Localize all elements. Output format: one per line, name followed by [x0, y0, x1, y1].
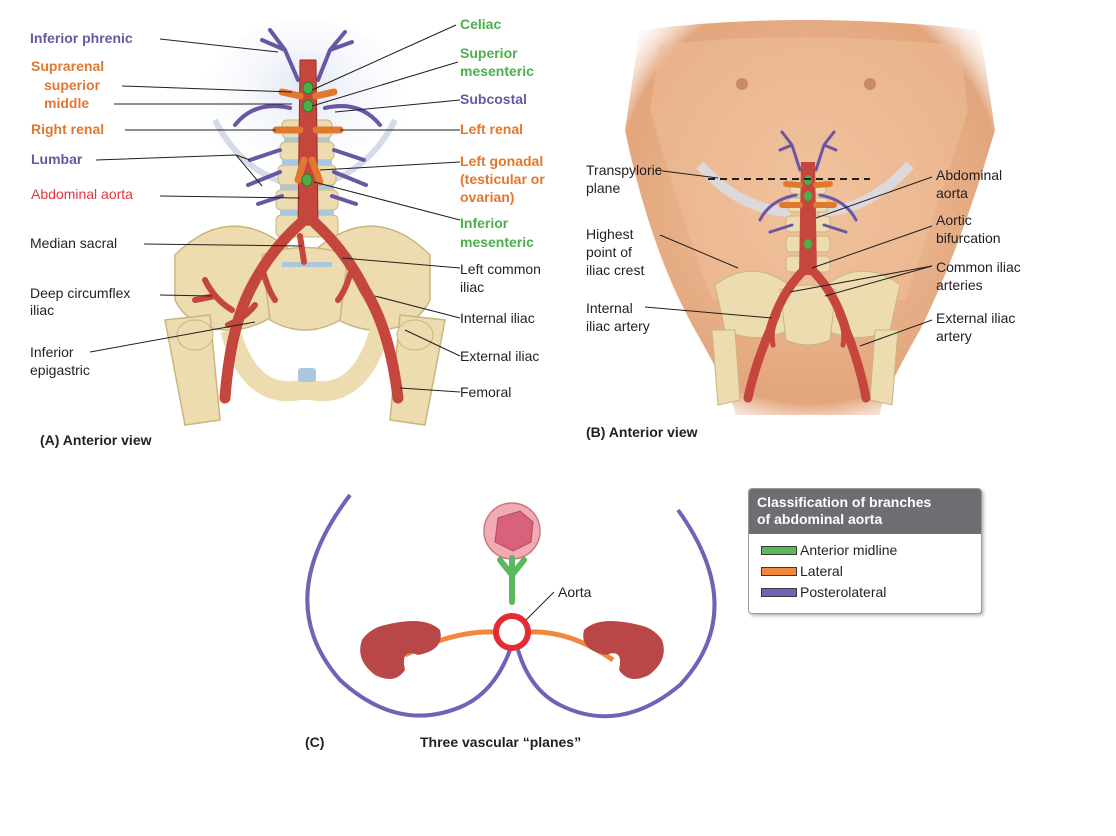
label-common-iliac-2: arteries	[936, 277, 983, 293]
label-inferior-epigastric-2: epigastric	[30, 362, 90, 378]
label-common-iliac-1: Common iliac	[936, 259, 1021, 275]
panel-c-caption-title: Three vascular “planes”	[420, 734, 582, 750]
label-left-renal: Left renal	[460, 121, 524, 137]
classification-legend: Classification of branches of abdominal …	[748, 488, 982, 614]
panel-a-illustration	[164, 20, 446, 426]
legend-swatch-purple	[761, 588, 797, 597]
label-median-sacral: Median sacral	[30, 235, 118, 251]
label-external-iliac: External iliac	[460, 348, 540, 364]
label-abdominal-aorta: Abdominal aorta	[31, 186, 133, 202]
legend-label: Anterior midline	[800, 542, 898, 558]
label-b-abdominal-aorta-1: Abdominal	[936, 167, 1003, 183]
label-highest-point-2: point of	[586, 244, 632, 260]
label-deep-circumflex-iliac-1: Deep circumflex	[30, 285, 131, 301]
label-internal-iliac-artery-1: Internal	[586, 300, 633, 316]
legend-label: Lateral	[800, 563, 843, 579]
label-highest-point-3: iliac crest	[586, 262, 645, 278]
legend-label: Posterolateral	[800, 584, 887, 600]
label-internal-iliac-artery-2: iliac artery	[586, 318, 650, 334]
panel-c-caption-letter: (C)	[305, 734, 325, 750]
label-deep-circumflex-iliac-2: iliac	[30, 302, 55, 318]
panel-b-caption: (B) Anterior view	[586, 424, 698, 440]
label-aortic-bifurcation-1: Aortic	[936, 212, 972, 228]
legend-item-posterolateral: Posterolateral	[749, 582, 981, 603]
label-internal-iliac: Internal iliac	[460, 310, 535, 326]
legend-swatch-orange	[761, 567, 797, 576]
label-aorta: Aorta	[558, 584, 592, 600]
label-transpyloric-2: plane	[586, 180, 621, 196]
label-external-iliac-artery-1: External iliac	[936, 310, 1016, 326]
label-left-gonadal-2: (testicular or	[460, 171, 545, 187]
legend-title: Classification of branches of abdominal …	[749, 489, 981, 534]
panel-a-caption: (A) Anterior view	[40, 432, 152, 448]
legend-title-line-1: Classification of branches	[757, 494, 932, 510]
legend-swatch-green	[761, 546, 797, 555]
label-suprarenal-superior: superior	[44, 77, 101, 93]
label-inferior-mesenteric-1: Inferior	[460, 215, 509, 231]
panel-b-illustration	[625, 20, 995, 415]
label-highest-point-1: Highest	[586, 226, 634, 242]
label-external-iliac-artery-2: artery	[936, 328, 972, 344]
label-lumbar: Lumbar	[31, 151, 83, 167]
label-left-common-iliac-1: Left common	[460, 261, 541, 277]
label-aortic-bifurcation-2: bifurcation	[936, 230, 1001, 246]
panel-c-illustration	[305, 493, 717, 719]
legend-item-anterior-midline: Anterior midline	[749, 540, 981, 561]
label-left-gonadal-1: Left gonadal	[460, 153, 544, 169]
label-suprarenal-middle: middle	[44, 95, 90, 111]
label-left-common-iliac-2: iliac	[460, 279, 485, 295]
panel-b-leaders	[644, 169, 933, 347]
legend-title-line-2: of abdominal aorta	[757, 511, 883, 527]
label-superior-mesenteric-2: mesenteric	[460, 63, 534, 79]
label-celiac: Celiac	[460, 16, 502, 32]
label-inferior-phrenic: Inferior phrenic	[30, 30, 133, 46]
label-transpyloric-1: Transpyloric	[586, 162, 662, 178]
label-femoral: Femoral	[460, 384, 512, 400]
label-right-renal: Right renal	[31, 121, 105, 137]
legend-item-lateral: Lateral	[749, 561, 981, 582]
label-suprarenal: Suprarenal	[31, 58, 105, 74]
label-inferior-epigastric-1: Inferior	[30, 344, 74, 360]
label-left-gonadal-3: ovarian)	[460, 189, 515, 205]
label-b-abdominal-aorta-2: aorta	[936, 185, 968, 201]
label-inferior-mesenteric-2: mesenteric	[460, 234, 534, 250]
panel-a-leaders	[89, 24, 461, 393]
label-subcostal: Subcostal	[460, 91, 527, 107]
label-superior-mesenteric-1: Superior	[460, 45, 518, 61]
aorta-leader	[525, 591, 555, 621]
